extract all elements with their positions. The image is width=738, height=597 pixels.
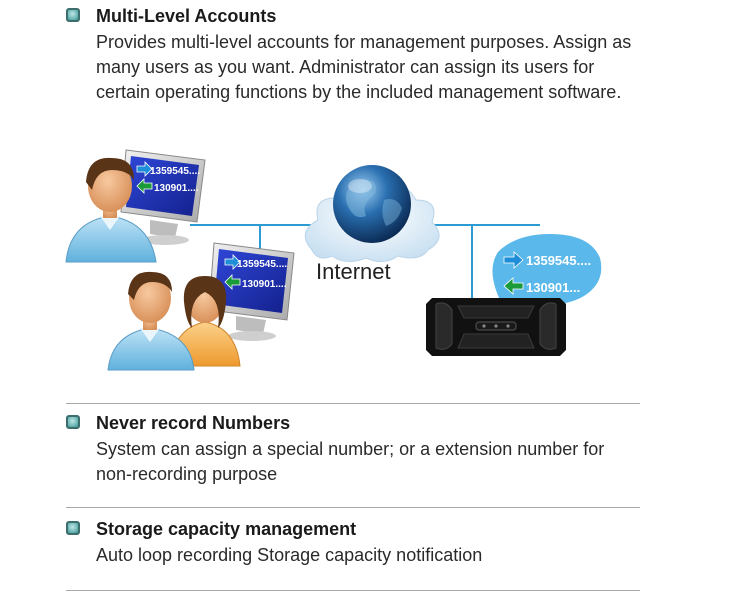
incoming-arrow-icon (136, 178, 153, 194)
feature-title: Storage capacity management (96, 519, 357, 539)
network-diagram: 1359545.... 130901.... 1359545.... 13090… (65, 149, 602, 371)
section-divider (66, 403, 640, 404)
feature-description: Provides multi-level accounts for manage… (96, 32, 632, 102)
recording-server-icon (426, 298, 566, 356)
user-person-icon (65, 157, 157, 263)
user-person-icon (107, 271, 195, 371)
monitor-outgoing-number: 1359545.... (150, 166, 200, 177)
globe-icon (333, 165, 411, 243)
teal-square-bullet-icon (66, 521, 80, 535)
feature-description: Auto loop recording Storage capacity not… (96, 545, 483, 565)
section-divider (66, 507, 640, 508)
feature-title: Multi-Level Accounts (96, 6, 277, 26)
teal-square-bullet-icon (66, 415, 80, 429)
outgoing-arrow-icon (136, 161, 153, 177)
outgoing-arrow-icon (224, 254, 241, 270)
bubble-outgoing-number: 1359545.... (526, 253, 591, 268)
feature-title: Never record Numbers (96, 413, 291, 433)
monitor-incoming-number: 130901.... (242, 279, 287, 290)
feature-multi-level-accounts: Multi-Level Accounts Provides multi-leve… (66, 6, 646, 131)
computer-monitor-icon: 1359545.... 130901.... (208, 242, 295, 341)
internet-label: Internet (316, 259, 391, 284)
teal-square-bullet-icon (66, 8, 80, 22)
outgoing-arrow-icon (503, 251, 524, 269)
computer-monitor-icon: 1359545.... 130901.... (120, 149, 206, 245)
incoming-arrow-icon (224, 274, 241, 290)
incoming-arrow-icon (503, 277, 524, 295)
section-divider (66, 590, 640, 591)
monitor-incoming-number: 130901.... (154, 183, 199, 194)
feature-never-record-numbers: Never record Numbers System can assign a… (66, 413, 646, 491)
feature-storage-capacity-management: Storage capacity management Auto loop re… (66, 519, 646, 575)
monitor-outgoing-number: 1359545.... (237, 259, 287, 270)
bubble-incoming-number: 130901... (526, 280, 580, 295)
feature-description: System can assign a special number; or a… (96, 439, 605, 484)
